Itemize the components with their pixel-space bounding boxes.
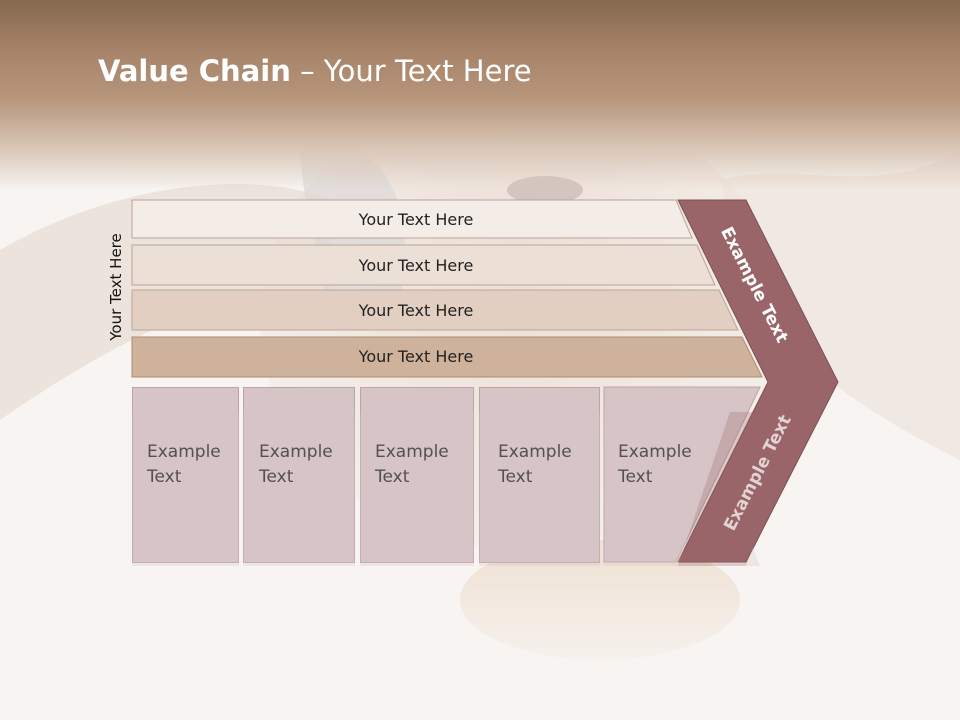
- primary-box-2-label: Example Text: [259, 440, 355, 490]
- support-bar-3-label: Your Text Here: [358, 300, 474, 320]
- primary-box-4-label: Example Text: [498, 440, 594, 490]
- primary-box-5-line1: Example: [618, 442, 692, 462]
- support-bar-4-shape: [131, 336, 763, 378]
- slide-title-rest: – Your Text Here: [290, 54, 532, 88]
- title-band: [0, 0, 960, 190]
- chevron-shape: [677, 199, 839, 563]
- slide-title: Value Chain – Your Text Here: [98, 54, 532, 88]
- support-bar-1-shape: [131, 199, 693, 239]
- primary-box-3-line2: Text: [375, 467, 410, 487]
- primary-box-4-line2: Text: [498, 467, 533, 487]
- primary-box-1-line1: Example: [147, 442, 221, 462]
- primary-box-1: [132, 387, 239, 563]
- support-bar-2-shape: [131, 244, 716, 286]
- primary-box-2-line1: Example: [259, 442, 333, 462]
- slide-title-bold: Value Chain: [98, 54, 291, 88]
- primary-box-3: [360, 387, 474, 563]
- primary-box-3-line1: Example: [375, 442, 449, 462]
- primary-box-4: [479, 387, 600, 563]
- primary-box-5-line2: Text: [618, 467, 653, 487]
- support-bar-2-label: Your Text Here: [358, 255, 474, 275]
- primary-box-5-shape: [603, 386, 761, 563]
- primary-box-1-line2: Text: [147, 467, 182, 487]
- support-bar-3-shape: [131, 289, 739, 331]
- support-bar-1-label: Your Text Here: [358, 209, 474, 229]
- support-bar-4-label: Your Text Here: [358, 346, 474, 366]
- primary-box-2-line2: Text: [259, 467, 294, 487]
- reflection-fade: [0, 566, 960, 720]
- primary-box-3-label: Example Text: [375, 440, 471, 490]
- primary-box-4-line1: Example: [498, 442, 572, 462]
- primary-box-2: [243, 387, 355, 563]
- primary-box-1-label: Example Text: [147, 440, 243, 490]
- primary-box-5-label: Example Text: [618, 440, 714, 490]
